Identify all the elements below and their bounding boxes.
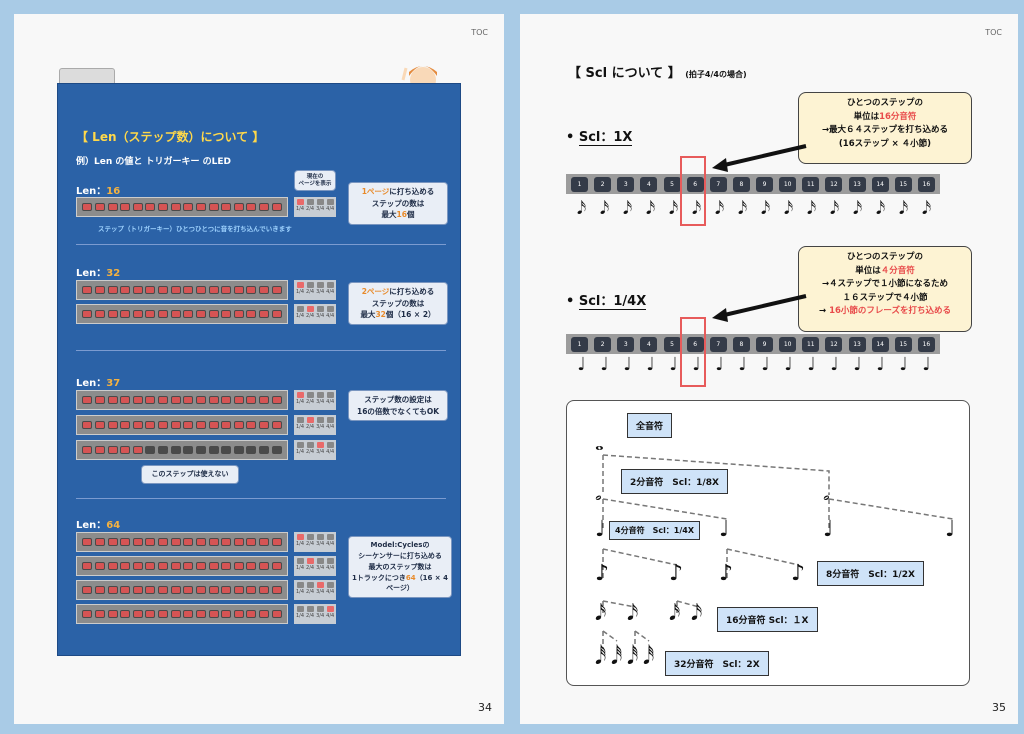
note-16: 1ページに打ち込める ステップの数は 最大16個	[348, 182, 448, 225]
right-page: TOC 【 Scl について 】 (拍子4/4の場合) ひとつのステップの単位は…	[520, 14, 1018, 724]
quarter-note-label: 4分音符 Scl：1/4X	[609, 521, 701, 540]
sixteenth-note-icon: 𝅘𝅥𝅯	[627, 601, 639, 626]
trigger-strip	[76, 197, 288, 217]
trigger-strip	[76, 604, 288, 624]
note-32: 2ページに打ち込める ステップの数は 最大32個（16 × 2）	[348, 282, 448, 325]
note-scl-1x: ひとつのステップの単位は16分音符→最大６４ステップを打ち込める(16ステップ …	[798, 92, 972, 164]
len-16-label: Len：16	[76, 186, 121, 197]
arrow-icon	[712, 294, 807, 322]
divider	[76, 498, 446, 499]
arrow-icon	[712, 144, 807, 172]
thirtysecond-note-icon: 𝅘𝅥𝅰	[595, 645, 607, 670]
sixteenth-note-icon: 𝅘𝅥𝅯	[595, 601, 607, 626]
scl-quarter-label: • Scl：1/4X	[566, 294, 647, 310]
divider	[76, 350, 446, 351]
sixteenth-notes-row: 𝅘𝅥𝅯𝅘𝅥𝅯𝅘𝅥𝅯𝅘𝅥𝅯𝅘𝅥𝅯𝅘𝅥𝅯𝅘𝅥𝅯𝅘𝅥𝅯𝅘𝅥𝅯𝅘𝅥𝅯𝅘𝅥𝅯𝅘𝅥𝅯𝅘𝅥𝅯𝅘…	[576, 198, 932, 219]
eighth-note-icon: ♪	[719, 561, 734, 586]
trigger-strip	[76, 280, 288, 300]
quarter-notes-row: ♩♩♩♩♩♩♩♩♩♩♩♩♩♩♩♩	[577, 354, 931, 375]
scl-1x-label: • Scl：1X	[566, 130, 633, 146]
eighth-note-icon: ♪	[595, 561, 610, 586]
trigger-strip	[76, 532, 288, 552]
eighth-note-label: 8分音符 Scl：1/2X	[817, 561, 924, 586]
len-37-label: Len：37	[76, 378, 121, 389]
trigger-strip	[76, 556, 288, 576]
toc-link[interactable]: TOC	[985, 28, 1002, 37]
whole-note-icon: 𝅝	[595, 431, 604, 456]
len-64-label: Len：64	[76, 520, 121, 531]
thirtysecond-note-icon: 𝅘𝅥𝅰	[643, 645, 655, 670]
page-indicator-note: 現在の ページを表示	[294, 170, 336, 192]
trigger-strip	[76, 440, 288, 460]
len-panel: 【 Len（ステップ数）について 】 例）Len の値と トリガーキー のLED…	[57, 83, 461, 656]
page-number: 35	[992, 701, 1006, 714]
whole-note-label: 全音符	[627, 413, 673, 438]
thirtysecond-note-icon: 𝅘𝅥𝅰	[611, 645, 623, 670]
sixteenth-note-icon: 𝅘𝅥𝅯	[669, 601, 681, 626]
note-64: Model:Cyclesの シーケンサーに打ち込める 最大のステップ数は 1トラ…	[348, 536, 452, 599]
left-page: TOC 【 Len（ステップ数）について 】 例）Len の値と トリガーキー …	[14, 14, 504, 724]
eighth-note-icon: ♪	[669, 561, 684, 586]
note-value-tree: 𝅝 全音符 𝅗 𝅗 2分音符 Scl：1/8X ♩ ♩ ♩ ♩ 4分音符 Scl…	[566, 400, 970, 686]
trigger-strip	[76, 580, 288, 600]
trigger-note: ステップ（トリガーキー）ひとつひとつに音を打ち込んでいきます	[98, 225, 292, 233]
unused-steps-note: このステップは使えない	[141, 465, 239, 484]
thirtysecond-note-icon: 𝅘𝅥𝅰	[627, 645, 639, 670]
trigger-strip	[76, 415, 288, 435]
len-32-label: Len：32	[76, 268, 121, 279]
tree-lines	[602, 454, 954, 649]
quarter-note-icon: ♩	[719, 517, 730, 542]
panel-subtitle: 例）Len の値と トリガーキー のLED	[76, 157, 232, 167]
page-number: 34	[478, 701, 492, 714]
trigger-strip	[76, 304, 288, 324]
half-note-icon: 𝅗	[823, 481, 830, 506]
highlight-step-6	[680, 156, 706, 226]
half-note-label: 2分音符 Scl：1/8X	[621, 469, 728, 494]
half-note-icon: 𝅗	[595, 481, 602, 506]
sixteenth-note-label: 16分音符 Scl：１X	[717, 607, 818, 632]
thirtysecond-note-label: 32分音符 Scl：2X	[665, 651, 769, 676]
highlight-step-6	[680, 317, 706, 387]
trigger-strip	[76, 390, 288, 410]
toc-link[interactable]: TOC	[471, 28, 488, 37]
panel-title: 【 Len（ステップ数）について 】	[76, 130, 265, 144]
quarter-note-icon: ♩	[595, 517, 606, 542]
quarter-note-icon: ♩	[823, 517, 834, 542]
eighth-note-icon: ♪	[791, 561, 806, 586]
page-title: 【 Scl について 】 (拍子4/4の場合)	[568, 66, 747, 81]
quarter-note-icon: ♩	[945, 517, 956, 542]
divider	[76, 244, 446, 245]
sixteenth-note-icon: 𝅘𝅥𝅯	[691, 601, 703, 626]
note-37: ステップ数の設定は 16の倍数でなくてもOK	[348, 390, 448, 422]
